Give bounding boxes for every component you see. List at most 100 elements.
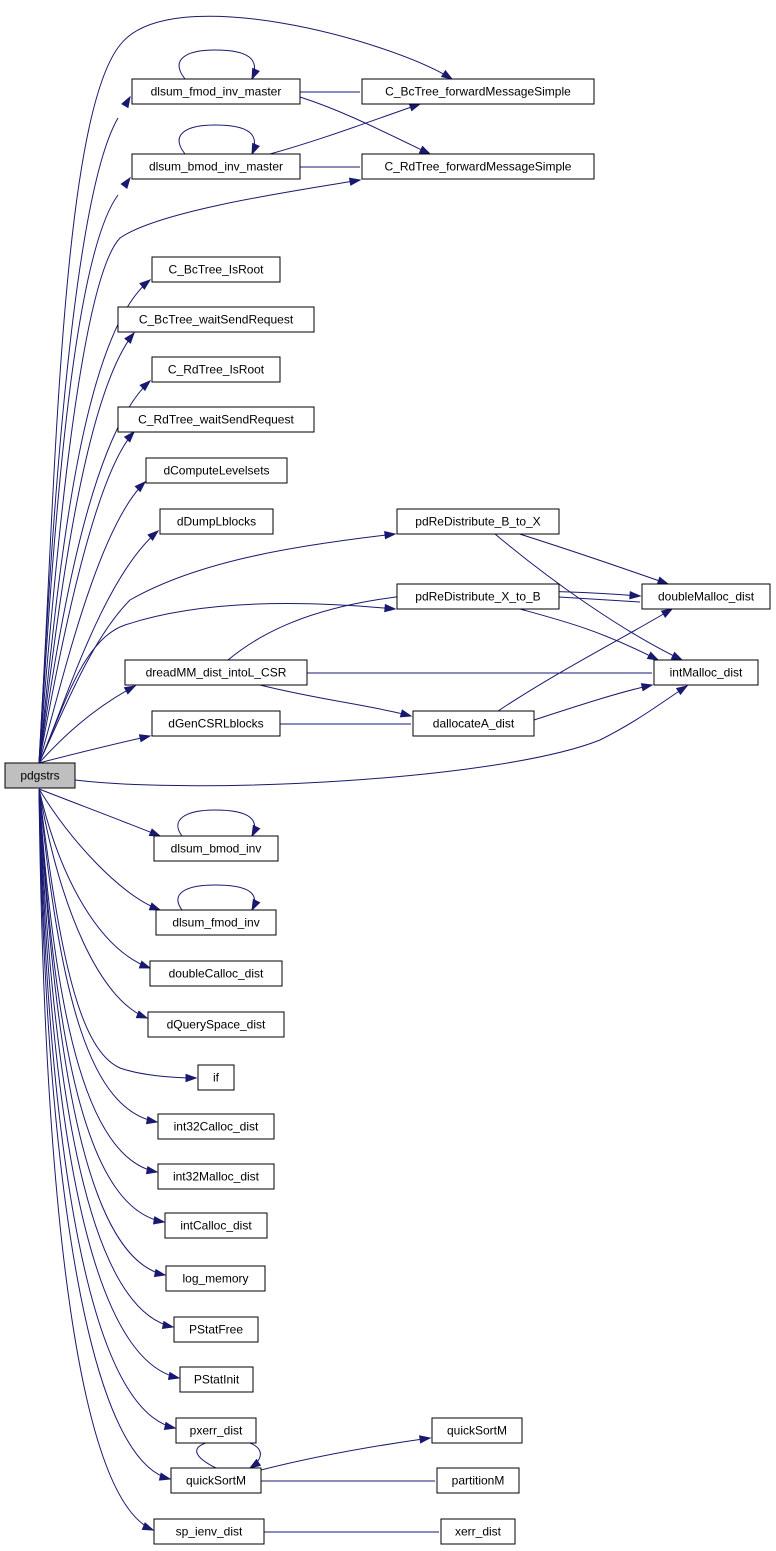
node-box bbox=[396, 583, 560, 610]
node-label: dDumpLblocks bbox=[177, 515, 256, 529]
arrowhead-pdgstrs-to-C_BcTree_waitSendRequest bbox=[124, 331, 135, 344]
edges-layer bbox=[38, 15, 689, 1533]
node-label: pdReDistribute_X_to_B bbox=[415, 590, 540, 604]
node-label: doubleMalloc_dist bbox=[658, 590, 755, 604]
node-quicksortm-2[interactable]: quickSortM bbox=[431, 1417, 523, 1444]
node-doublecalloc-dist[interactable]: doubleCalloc_dist bbox=[149, 960, 283, 987]
arrowhead-pdReDistribute_B_to_X-to-intMalloc_dist bbox=[670, 651, 684, 661]
node-quicksortm[interactable]: quickSortM bbox=[170, 1467, 262, 1494]
node-dqueryspace-dist[interactable]: dQuerySpace_dist bbox=[147, 1011, 285, 1038]
node-box bbox=[117, 306, 315, 333]
node-box bbox=[4, 762, 76, 789]
node-dlsum-bmod-inv-master[interactable]: dlsum_bmod_inv_master bbox=[131, 153, 301, 180]
arrowhead-dallocateA_dist-to-intMalloc_dist bbox=[640, 683, 654, 692]
node-dlsum-bmod-inv[interactable]: dlsum_bmod_inv bbox=[153, 835, 279, 862]
call-edge-pdgstrs-to-PStatInit bbox=[38, 788, 180, 1379]
node-box bbox=[153, 835, 279, 862]
node-label: C_BcTree_IsRoot bbox=[169, 263, 265, 277]
call-edge-pdgstrs-to-dComputeLevelsets bbox=[38, 481, 146, 764]
node-box bbox=[149, 960, 283, 987]
arrowhead-pdgstrs-to-dlsum_fmod_inv bbox=[148, 902, 162, 911]
node-c-bctree-isroot[interactable]: C_BcTree_IsRoot bbox=[151, 256, 281, 283]
arrowhead-pdgstrs-to-intCalloc_dist bbox=[152, 1216, 166, 1225]
node-dgencsrlblocks[interactable]: dGenCSRLblocks bbox=[151, 710, 281, 737]
node-box bbox=[431, 1417, 523, 1444]
arrowhead-pdgstrs-to-dlsum_bmod_inv bbox=[148, 828, 162, 837]
node-label: C_RdTree_waitSendRequest bbox=[138, 413, 294, 427]
arrowhead-pdgstrs-to-C_RdTree_IsRoot bbox=[139, 379, 152, 392]
arrowhead-dlsum_bmod_inv-to-dlsum_bmod_inv bbox=[251, 824, 261, 838]
node-box bbox=[197, 1064, 235, 1091]
node-pxerr-dist[interactable]: pxerr_dist bbox=[175, 1417, 257, 1444]
arrowhead-quickSortM-to-quickSortM-upper bbox=[419, 1435, 432, 1444]
node-intmalloc-dist[interactable]: intMalloc_dist bbox=[653, 659, 759, 686]
call-edge-pdgstrs-to-intMalloc_dist bbox=[74, 685, 688, 787]
node-int32calloc-dist[interactable]: int32Calloc_dist bbox=[157, 1113, 275, 1140]
call-edge-pdgstrs-to-int32Malloc_dist bbox=[38, 788, 158, 1173]
arrowhead-pdgstrs-to-if bbox=[185, 1073, 198, 1083]
node-pdredistribute-x-to-b[interactable]: pdReDistribute_X_to_B bbox=[396, 583, 560, 610]
node-pstatinit[interactable]: PStatInit bbox=[179, 1366, 254, 1393]
node-intcalloc-dist[interactable]: intCalloc_dist bbox=[164, 1212, 268, 1239]
node-dlsum-fmod-inv[interactable]: dlsum_fmod_inv bbox=[155, 909, 277, 936]
node-log-memory[interactable]: log_memory bbox=[165, 1265, 266, 1292]
node-label: quickSortM bbox=[186, 1474, 246, 1488]
node-int32malloc-dist[interactable]: int32Malloc_dist bbox=[157, 1163, 275, 1190]
node-box bbox=[641, 583, 771, 610]
node-c-bctree-forwardmessagesimple[interactable]: C_BcTree_forwardMessageSimple bbox=[361, 78, 595, 105]
arrowhead-pdgstrs-to-dQuerySpace_dist bbox=[135, 1010, 149, 1019]
node-box bbox=[179, 1366, 254, 1393]
node-ddumplblocks[interactable]: dDumpLblocks bbox=[159, 508, 274, 535]
arrowhead-dlsum_fmod_inv_master-to-C_RdTree_forwardMessageSimple bbox=[418, 145, 432, 155]
node-box bbox=[151, 256, 281, 283]
arrowhead-pdgstrs-to-C_BcTree_IsRoot bbox=[139, 279, 152, 290]
node-box bbox=[170, 1467, 262, 1494]
node-label: dreadMM_dist_intoL_CSR bbox=[146, 666, 287, 680]
node-doublemalloc-dist[interactable]: doubleMalloc_dist bbox=[641, 583, 771, 610]
node-if[interactable]: if bbox=[197, 1064, 235, 1091]
arrowhead-pdgstrs-to-PStatInit bbox=[167, 1371, 181, 1381]
node-label: C_BcTree_forwardMessageSimple bbox=[385, 85, 571, 99]
node-box bbox=[165, 1265, 266, 1292]
call-edge-dreadMM_dist_intoL_CSR-to-dallocateA_dist bbox=[259, 684, 412, 717]
node-label: pxerr_dist bbox=[190, 1424, 243, 1438]
call-edge-pdgstrs-to-pxerr_dist bbox=[38, 788, 176, 1429]
node-label: int32Malloc_dist bbox=[173, 1170, 260, 1184]
node-label: pdgstrs bbox=[20, 769, 59, 783]
call-edge-dlsum_fmod_inv_master-to-C_RdTree_forwardMessageSimple bbox=[299, 96, 431, 155]
node-box bbox=[153, 1518, 265, 1545]
node-pstatfree[interactable]: PStatFree bbox=[173, 1316, 259, 1343]
node-dcomputelevelsets[interactable]: dComputeLevelsets bbox=[145, 457, 288, 484]
arrowhead-pdgstrs-to-log_memory bbox=[153, 1268, 167, 1278]
node-dreadmm-dist-intol-csr[interactable]: dreadMM_dist_intoL_CSR bbox=[124, 659, 308, 686]
node-box bbox=[175, 1417, 257, 1444]
node-box bbox=[131, 78, 301, 105]
node-c-rdtree-isroot[interactable]: C_RdTree_IsRoot bbox=[151, 356, 281, 383]
node-xerr-dist[interactable]: xerr_dist bbox=[440, 1518, 516, 1545]
call-edge-pdgstrs-to-dlsum_bmod_inv bbox=[38, 788, 161, 837]
arrowhead-pdgstrs-to-PStatFree bbox=[161, 1320, 175, 1330]
node-pdredistribute-b-to-x[interactable]: pdReDistribute_B_to_X bbox=[396, 508, 560, 535]
node-pdgstrs[interactable]: pdgstrs bbox=[4, 762, 76, 789]
arrowhead-pdgstrs-to-dComputeLevelsets bbox=[134, 480, 147, 493]
nodes-layer: pdgstrs dlsum_fmod_inv_master dlsum_bmod_i… bbox=[4, 78, 771, 1545]
node-c-rdtree-forwardmessagesimple[interactable]: C_RdTree_forwardMessageSimple bbox=[361, 153, 595, 180]
node-box bbox=[361, 78, 595, 105]
node-label: quickSortM bbox=[447, 1424, 507, 1438]
call-edge-pdgstrs-to-intCalloc_dist bbox=[38, 788, 165, 1223]
call-edge-dlsum_bmod_inv_master-to-dlsum_bmod_inv_master bbox=[178, 124, 256, 155]
node-sp-ienv-dist[interactable]: sp_ienv_dist bbox=[153, 1518, 265, 1545]
node-partitionm[interactable]: partitionM bbox=[436, 1467, 520, 1494]
node-c-rdtree-waitsendrequest[interactable]: C_RdTree_waitSendRequest bbox=[117, 406, 315, 433]
node-box bbox=[440, 1518, 516, 1545]
call-edge-pdgstrs-to-C_BcTree_waitSendRequest bbox=[38, 332, 135, 764]
node-dlsum-fmod-inv-master[interactable]: dlsum_fmod_inv_master bbox=[131, 78, 301, 105]
call-edge-pdgstrs-to-PStatFree bbox=[38, 788, 174, 1328]
node-dallocatea-dist[interactable]: dallocateA_dist bbox=[412, 710, 535, 737]
arrowhead-pdgstrs-to-C_BcTree_forwardMessageSimple bbox=[440, 69, 454, 80]
call-edge-pdgstrs-to-pdReDistribute_B_to_X bbox=[38, 533, 396, 764]
node-c-bctree-waitsendrequest[interactable]: C_BcTree_waitSendRequest bbox=[117, 306, 315, 333]
arrowhead-pdgstrs-to-C_RdTree_forwardMessageSimple bbox=[348, 177, 362, 186]
call-edge-pdgstrs-to-quickSortM bbox=[38, 788, 171, 1480]
node-box bbox=[151, 356, 281, 383]
